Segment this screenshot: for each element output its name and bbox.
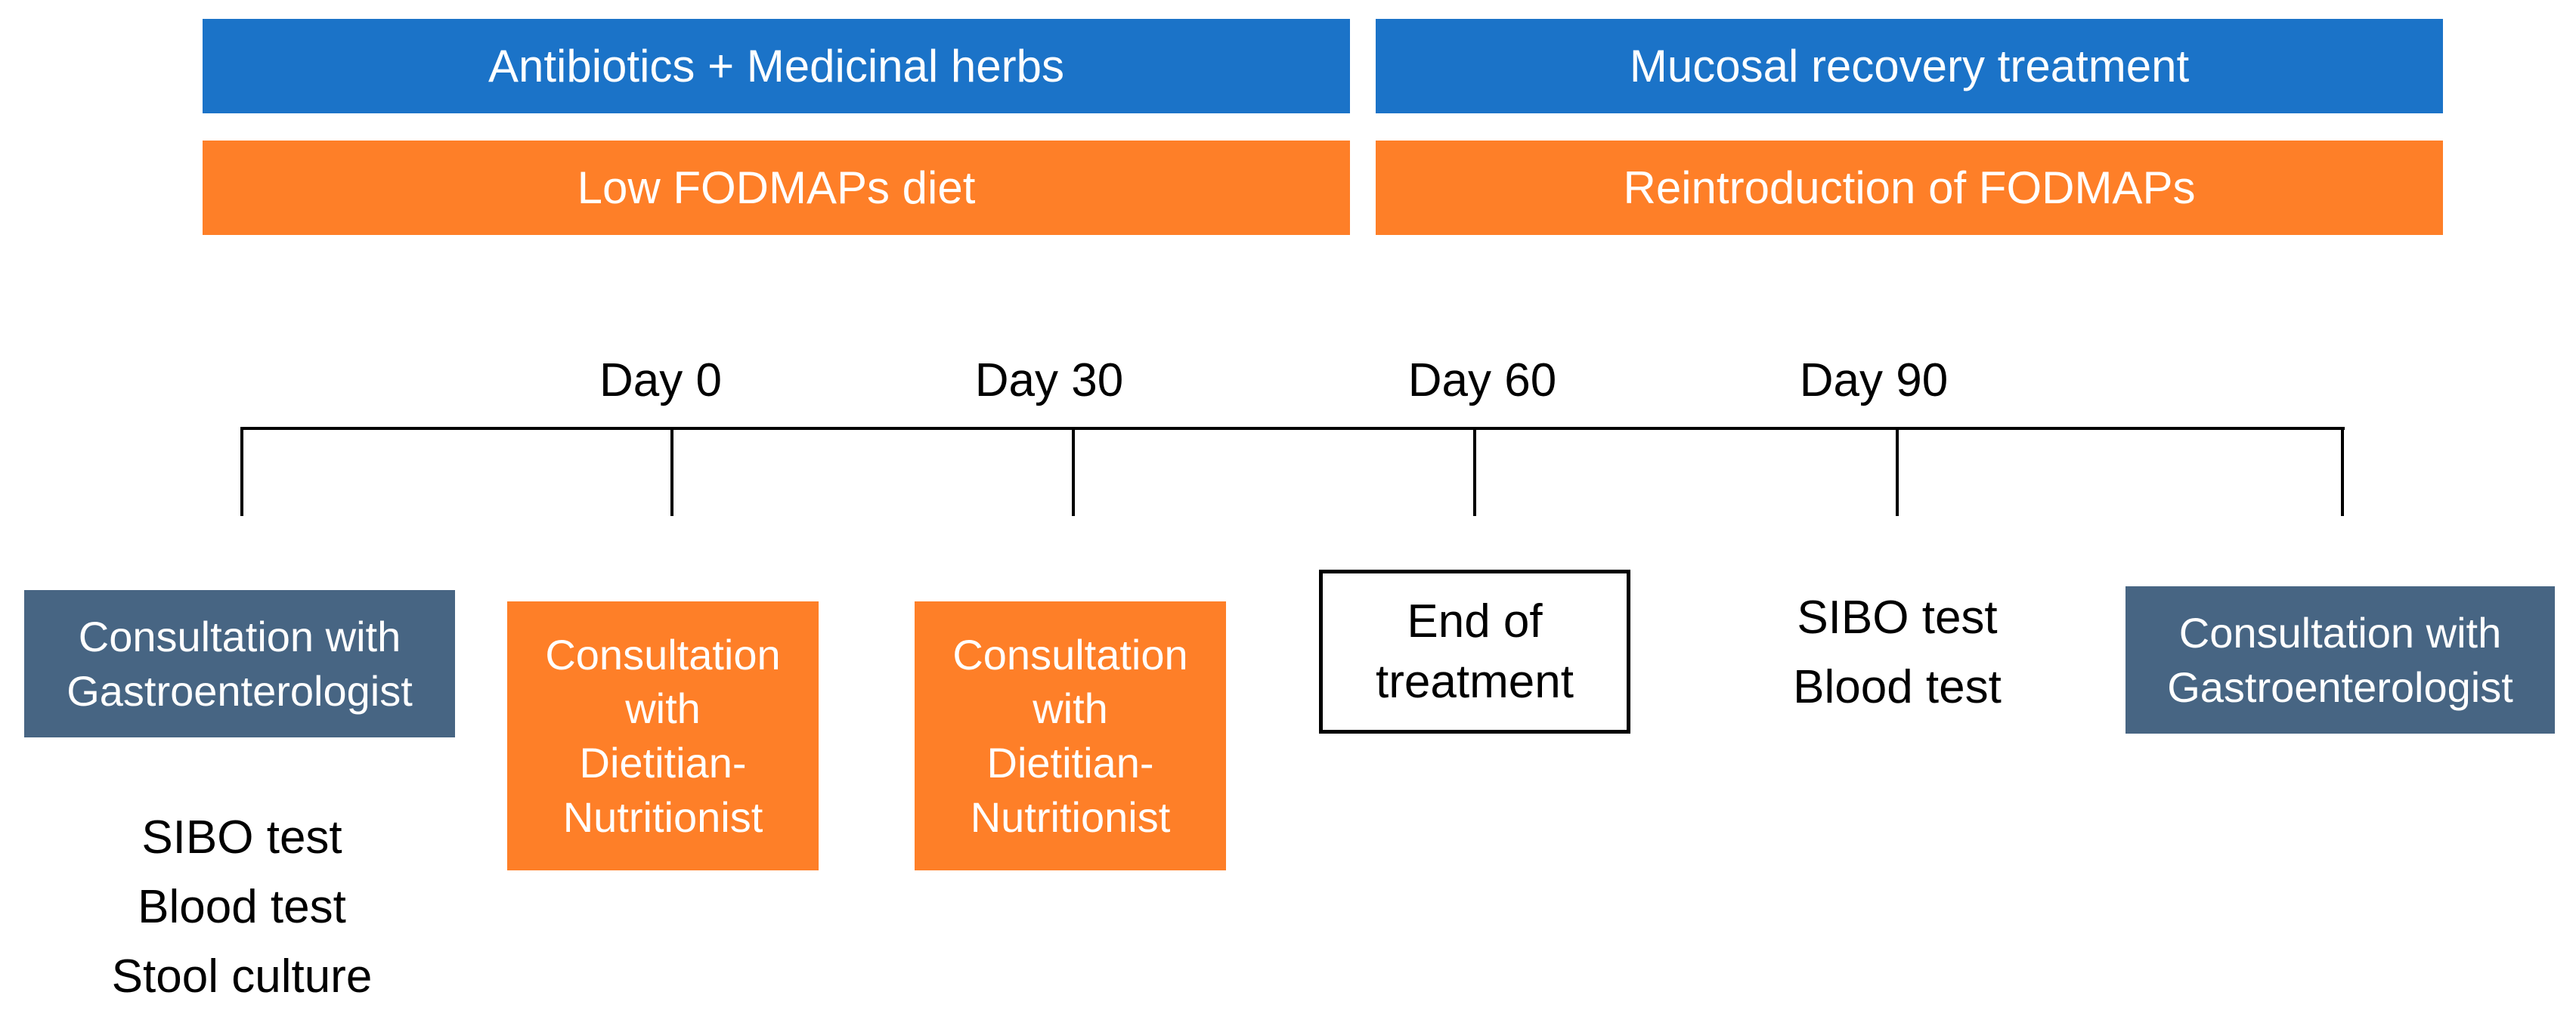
day-label-90: Day 90 xyxy=(1799,354,1949,406)
phase-label-low-fodmap: Low FODMAPs diet xyxy=(577,162,976,213)
phase-bar-fodmap-reintroduction: Reintroduction of FODMAPs xyxy=(1376,141,2443,235)
day-label-60: Day 60 xyxy=(1407,354,1557,406)
test-sibo: SIBO test xyxy=(141,811,342,864)
step-line: Dietitian- xyxy=(986,739,1154,787)
step-line: Consultation xyxy=(952,630,1188,678)
timeline-tick-day-90 xyxy=(1896,427,1899,516)
step-line: treatment xyxy=(1376,655,1574,708)
timeline-axis xyxy=(240,427,2345,430)
step-line: End of xyxy=(1407,595,1543,648)
timeline-tick-start xyxy=(240,427,243,516)
phase-label-antibiotics: Antibiotics + Medicinal herbs xyxy=(488,41,1065,91)
step-line: Consultation with xyxy=(78,612,401,660)
phase-bar-antibiotics: Antibiotics + Medicinal herbs xyxy=(203,19,1350,113)
step-line: Gastroenterologist xyxy=(2167,663,2513,711)
step-line: with xyxy=(625,685,701,733)
step-line: Dietitian- xyxy=(579,739,747,787)
phase-bar-mucosal-recovery: Mucosal recovery treatment xyxy=(1376,19,2443,113)
step-line: Gastroenterologist xyxy=(67,666,413,715)
step-line: Nutritionist xyxy=(970,793,1171,841)
phase-label-mucosal-recovery: Mucosal recovery treatment xyxy=(1629,41,2190,91)
day-label-30: Day 30 xyxy=(974,354,1124,406)
step-line: with xyxy=(1033,685,1108,733)
timeline-tick-day-30 xyxy=(1072,427,1075,516)
phase-label-fodmap-reintroduction: Reintroduction of FODMAPs xyxy=(1623,162,2196,213)
timeline-tick-end xyxy=(2341,427,2344,516)
timeline-tick-day-0 xyxy=(670,427,673,516)
dietitian-consultation-day-0: Consultation with Dietitian- Nutritionis… xyxy=(507,601,819,870)
dietitian-consultation-day-30: Consultation with Dietitian- Nutritionis… xyxy=(915,601,1226,870)
step-line: Consultation xyxy=(545,630,781,678)
gastroenterologist-consultation-start: Consultation with Gastroenterologist xyxy=(24,590,455,737)
test-stool-culture: Stool culture xyxy=(111,950,373,1003)
phase-bar-low-fodmap: Low FODMAPs diet xyxy=(203,141,1350,235)
timeline-tick-day-60 xyxy=(1473,427,1476,516)
test-blood: Blood test xyxy=(138,880,346,933)
gastroenterologist-consultation-end: Consultation with Gastroenterologist xyxy=(2126,586,2555,734)
test-sibo: SIBO test xyxy=(1797,592,1998,644)
test-blood: Blood test xyxy=(1793,660,2002,713)
day-label-0: Day 0 xyxy=(599,354,722,406)
followup-tests: SIBO test Blood test xyxy=(1701,583,2094,722)
end-of-treatment-box: End of treatment xyxy=(1319,570,1630,734)
step-line: Nutritionist xyxy=(562,793,763,841)
baseline-tests: SIBO test Blood test Stool culture xyxy=(45,803,438,1011)
step-line: Consultation with xyxy=(2178,608,2502,657)
